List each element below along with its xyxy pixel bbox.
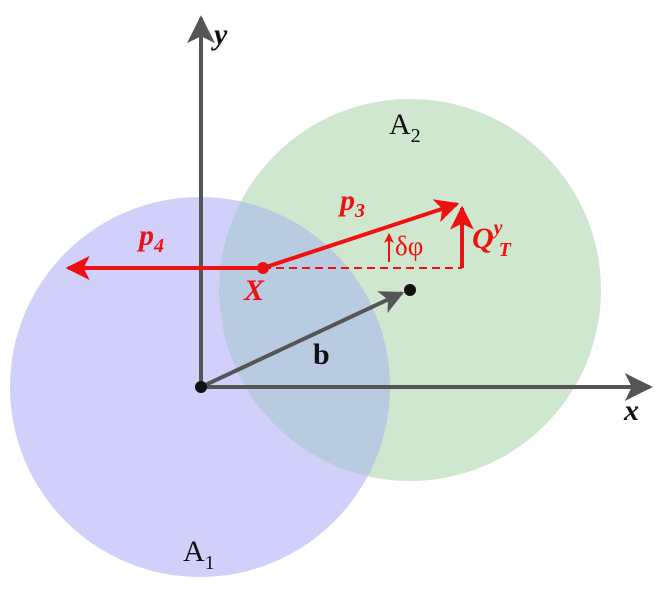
nucleus-a2-label: A2	[389, 108, 421, 147]
qt-main: Q	[472, 222, 494, 255]
nucleus-a1-main: A	[183, 535, 205, 568]
impact-parameter-label: b	[313, 338, 330, 371]
p4-main: p	[136, 219, 154, 252]
p3-vector	[262, 199, 460, 270]
point-x-label: X	[243, 274, 265, 307]
p3-main: p	[337, 184, 355, 217]
center-a2-dot	[404, 284, 416, 296]
origin-dot	[195, 381, 207, 393]
y-axis-label: y	[211, 18, 228, 51]
p4-sub: 4	[153, 235, 164, 257]
nucleus-a2-sub: 2	[411, 125, 421, 147]
qt-sub: T	[499, 239, 512, 261]
p4-label: p4	[136, 219, 164, 257]
qt-sup: y	[492, 217, 503, 239]
nucleus-a1-sub: 1	[205, 552, 215, 574]
p3-sub: 3	[354, 200, 365, 222]
x-axis-label: x	[623, 394, 639, 427]
impact-parameter-vector	[200, 291, 405, 389]
angle-label: δφ	[395, 231, 423, 261]
nucleus-a1-label: A1	[183, 535, 215, 574]
nucleus-a2-main: A	[389, 108, 411, 141]
p3-label: p3	[337, 184, 365, 222]
point-x-dot	[257, 262, 269, 274]
